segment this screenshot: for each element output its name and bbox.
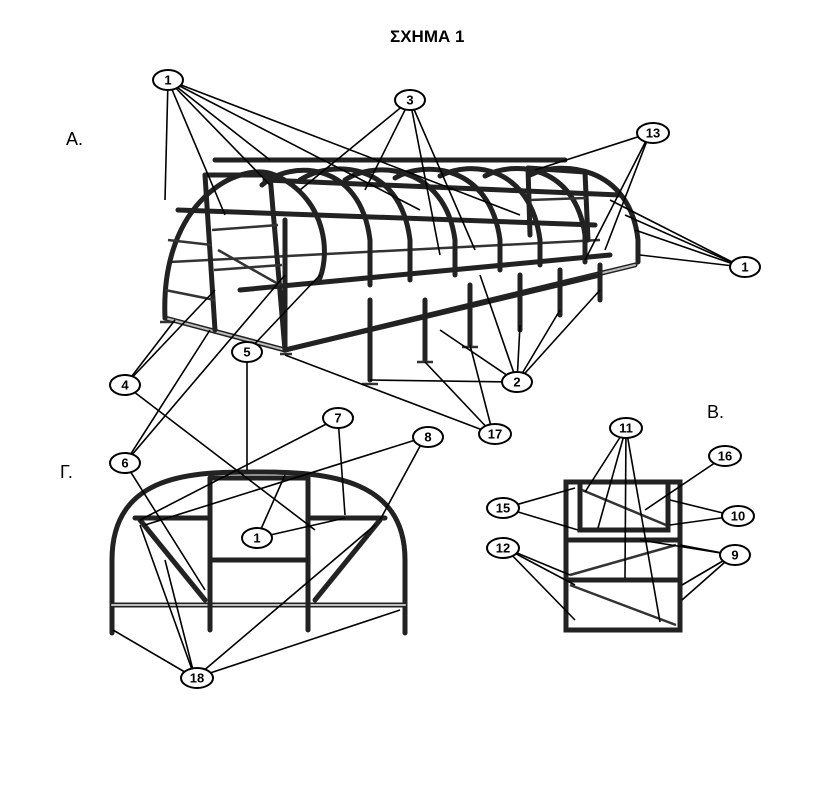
- svg-text:15: 15: [496, 501, 510, 516]
- svg-text:17: 17: [488, 427, 502, 442]
- callout-8: 8: [412, 426, 444, 448]
- svg-text:8: 8: [424, 430, 431, 445]
- callout-13: 13: [636, 122, 670, 144]
- section-label-g: Γ.: [60, 462, 73, 482]
- svg-text:1: 1: [164, 73, 171, 88]
- callout-17: 17: [478, 423, 512, 445]
- callout-15: 15: [486, 497, 520, 519]
- svg-text:4: 4: [121, 378, 129, 393]
- svg-text:7: 7: [334, 411, 341, 426]
- callout-1-top-left: 1: [152, 69, 184, 91]
- section-label-a: Α.: [66, 129, 83, 149]
- callout-3: 3: [394, 89, 426, 111]
- greenhouse-frame-drawing: [160, 157, 641, 386]
- svg-text:11: 11: [619, 421, 633, 436]
- svg-text:10: 10: [731, 509, 745, 524]
- callout-2: 2: [501, 371, 533, 393]
- svg-text:1: 1: [741, 260, 748, 275]
- callout-12: 12: [486, 537, 520, 559]
- svg-text:12: 12: [496, 541, 510, 556]
- callout-11: 11: [609, 417, 643, 439]
- figure-title: ΣΧΗΜΑ 1: [390, 27, 464, 46]
- svg-text:18: 18: [190, 671, 204, 686]
- svg-text:1: 1: [253, 531, 260, 546]
- callout-6: 6: [109, 452, 141, 474]
- svg-text:6: 6: [121, 456, 128, 471]
- callout-16: 16: [708, 445, 742, 467]
- callout-1-end-elevation: 1: [241, 527, 273, 549]
- callout-9: 9: [719, 544, 751, 566]
- leader-lines: [112, 79, 743, 679]
- callout-1-right: 1: [729, 256, 761, 278]
- callout-10: 10: [721, 505, 755, 527]
- callout-7: 7: [322, 407, 354, 429]
- callout-5: 5: [231, 341, 263, 363]
- door-detail-drawing: [563, 479, 683, 633]
- svg-text:9: 9: [731, 548, 738, 563]
- svg-text:3: 3: [406, 93, 413, 108]
- svg-text:16: 16: [718, 449, 732, 464]
- svg-text:13: 13: [646, 126, 660, 141]
- callout-4: 4: [109, 374, 141, 396]
- section-label-b: Β.: [707, 402, 724, 422]
- callout-18: 18: [180, 667, 214, 689]
- svg-text:5: 5: [243, 345, 250, 360]
- end-elevation-drawing: [109, 469, 408, 636]
- svg-text:2: 2: [513, 375, 520, 390]
